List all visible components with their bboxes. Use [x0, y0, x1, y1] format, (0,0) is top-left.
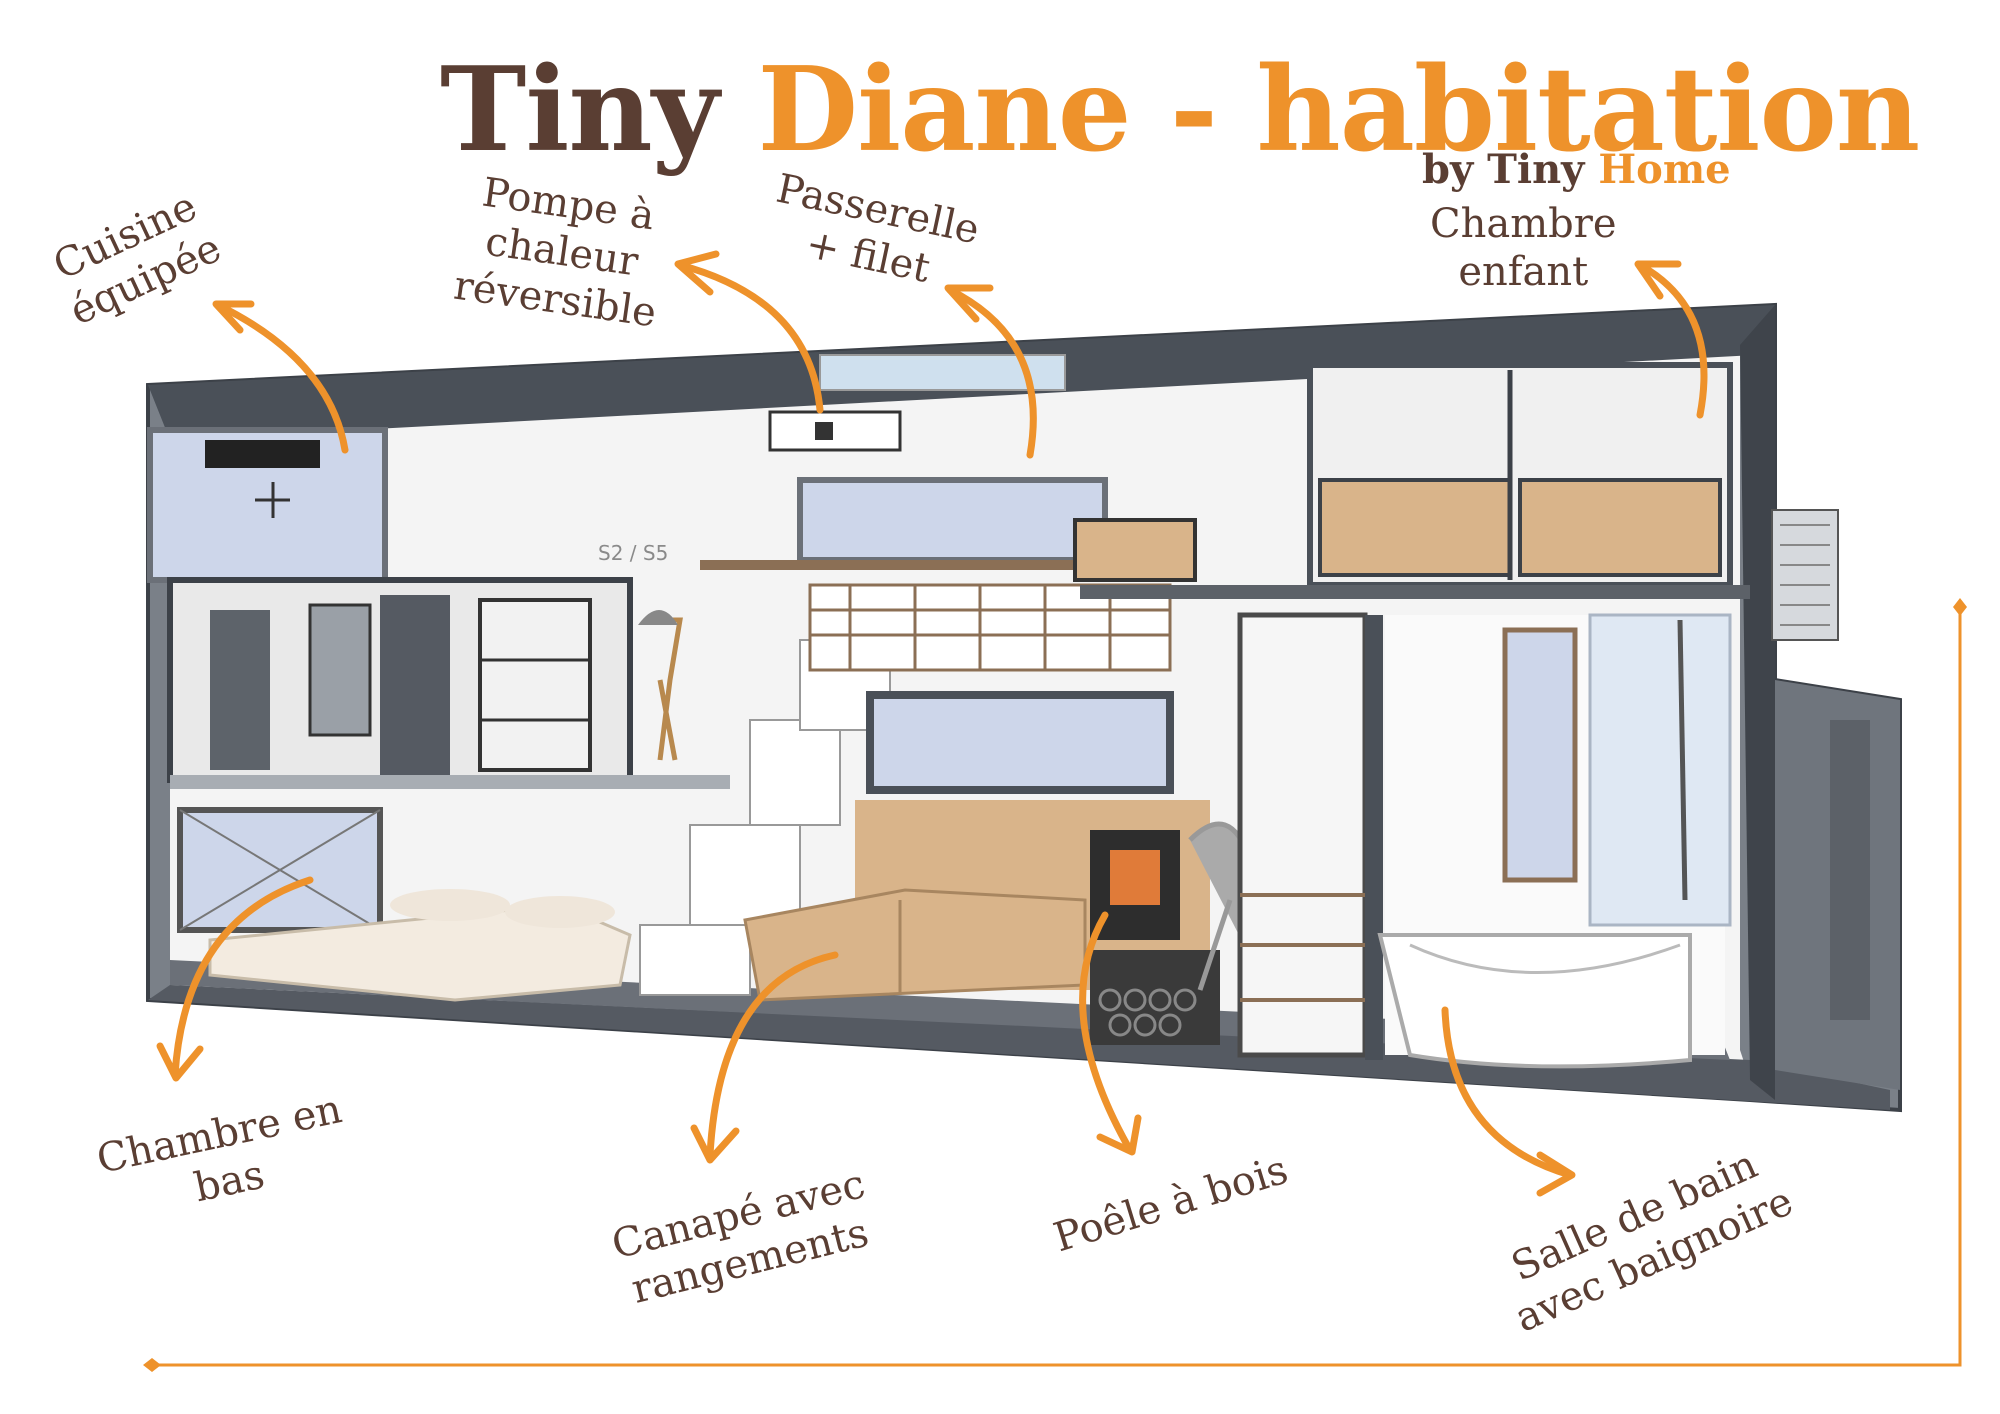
arrow-pompe — [676, 261, 824, 414]
walkway-beam — [700, 560, 1100, 570]
shower-glass — [1588, 613, 1732, 927]
dimension-end-top — [1953, 598, 1967, 616]
shower-pipe — [1677, 619, 1688, 901]
wardrobe — [1237, 612, 1368, 1058]
label-pompe: Pompe à chaleur réversible — [451, 169, 660, 337]
arrow-chambre-bas — [171, 876, 314, 1079]
byline-by-tiny: by Tiny — [1422, 146, 1585, 193]
page-title: Tiny Diane - habitation — [440, 40, 1921, 180]
title-word-tiny: Tiny — [440, 42, 719, 178]
arrow-cuisine — [214, 301, 349, 454]
dimension-end-left — [143, 1358, 161, 1372]
range-hood — [205, 440, 320, 468]
arrow-salle-bain — [1441, 1006, 1574, 1179]
title-word-diane: Diane - habitation — [757, 42, 1921, 178]
living-window — [866, 691, 1174, 794]
bathroom-window — [1502, 627, 1578, 883]
heat-pump-indoor-unit — [768, 410, 902, 452]
cube-shelf — [1073, 518, 1197, 582]
firewood-storage — [1090, 950, 1220, 1045]
arrow-chambre-enfant — [1636, 261, 1708, 419]
heat-pump-outdoor-unit — [1771, 509, 1839, 641]
arrow-canape — [706, 951, 839, 1159]
byline: by Tiny Home — [1422, 146, 1731, 194]
dimension-line — [150, 605, 1962, 1367]
svg-text:S2 / S5: S2 / S5 — [598, 541, 668, 565]
end-wall — [1740, 305, 1775, 1100]
bathtub — [1377, 933, 1692, 1069]
arrow-poele — [1079, 911, 1134, 1154]
byline-home: Home — [1598, 146, 1731, 193]
loft-floor — [1080, 585, 1750, 599]
arrow-passerelle — [946, 286, 1037, 459]
counter — [170, 775, 730, 789]
pillow — [390, 889, 510, 921]
callout-arrows — [156, 250, 1708, 1197]
bathroom-wall — [1365, 615, 1383, 1060]
label-chambre-enfant: Chambre enfant — [1430, 201, 1617, 295]
sofa — [743, 888, 1087, 1002]
exterior-panel — [1830, 720, 1870, 1020]
upper-window — [797, 477, 1108, 563]
